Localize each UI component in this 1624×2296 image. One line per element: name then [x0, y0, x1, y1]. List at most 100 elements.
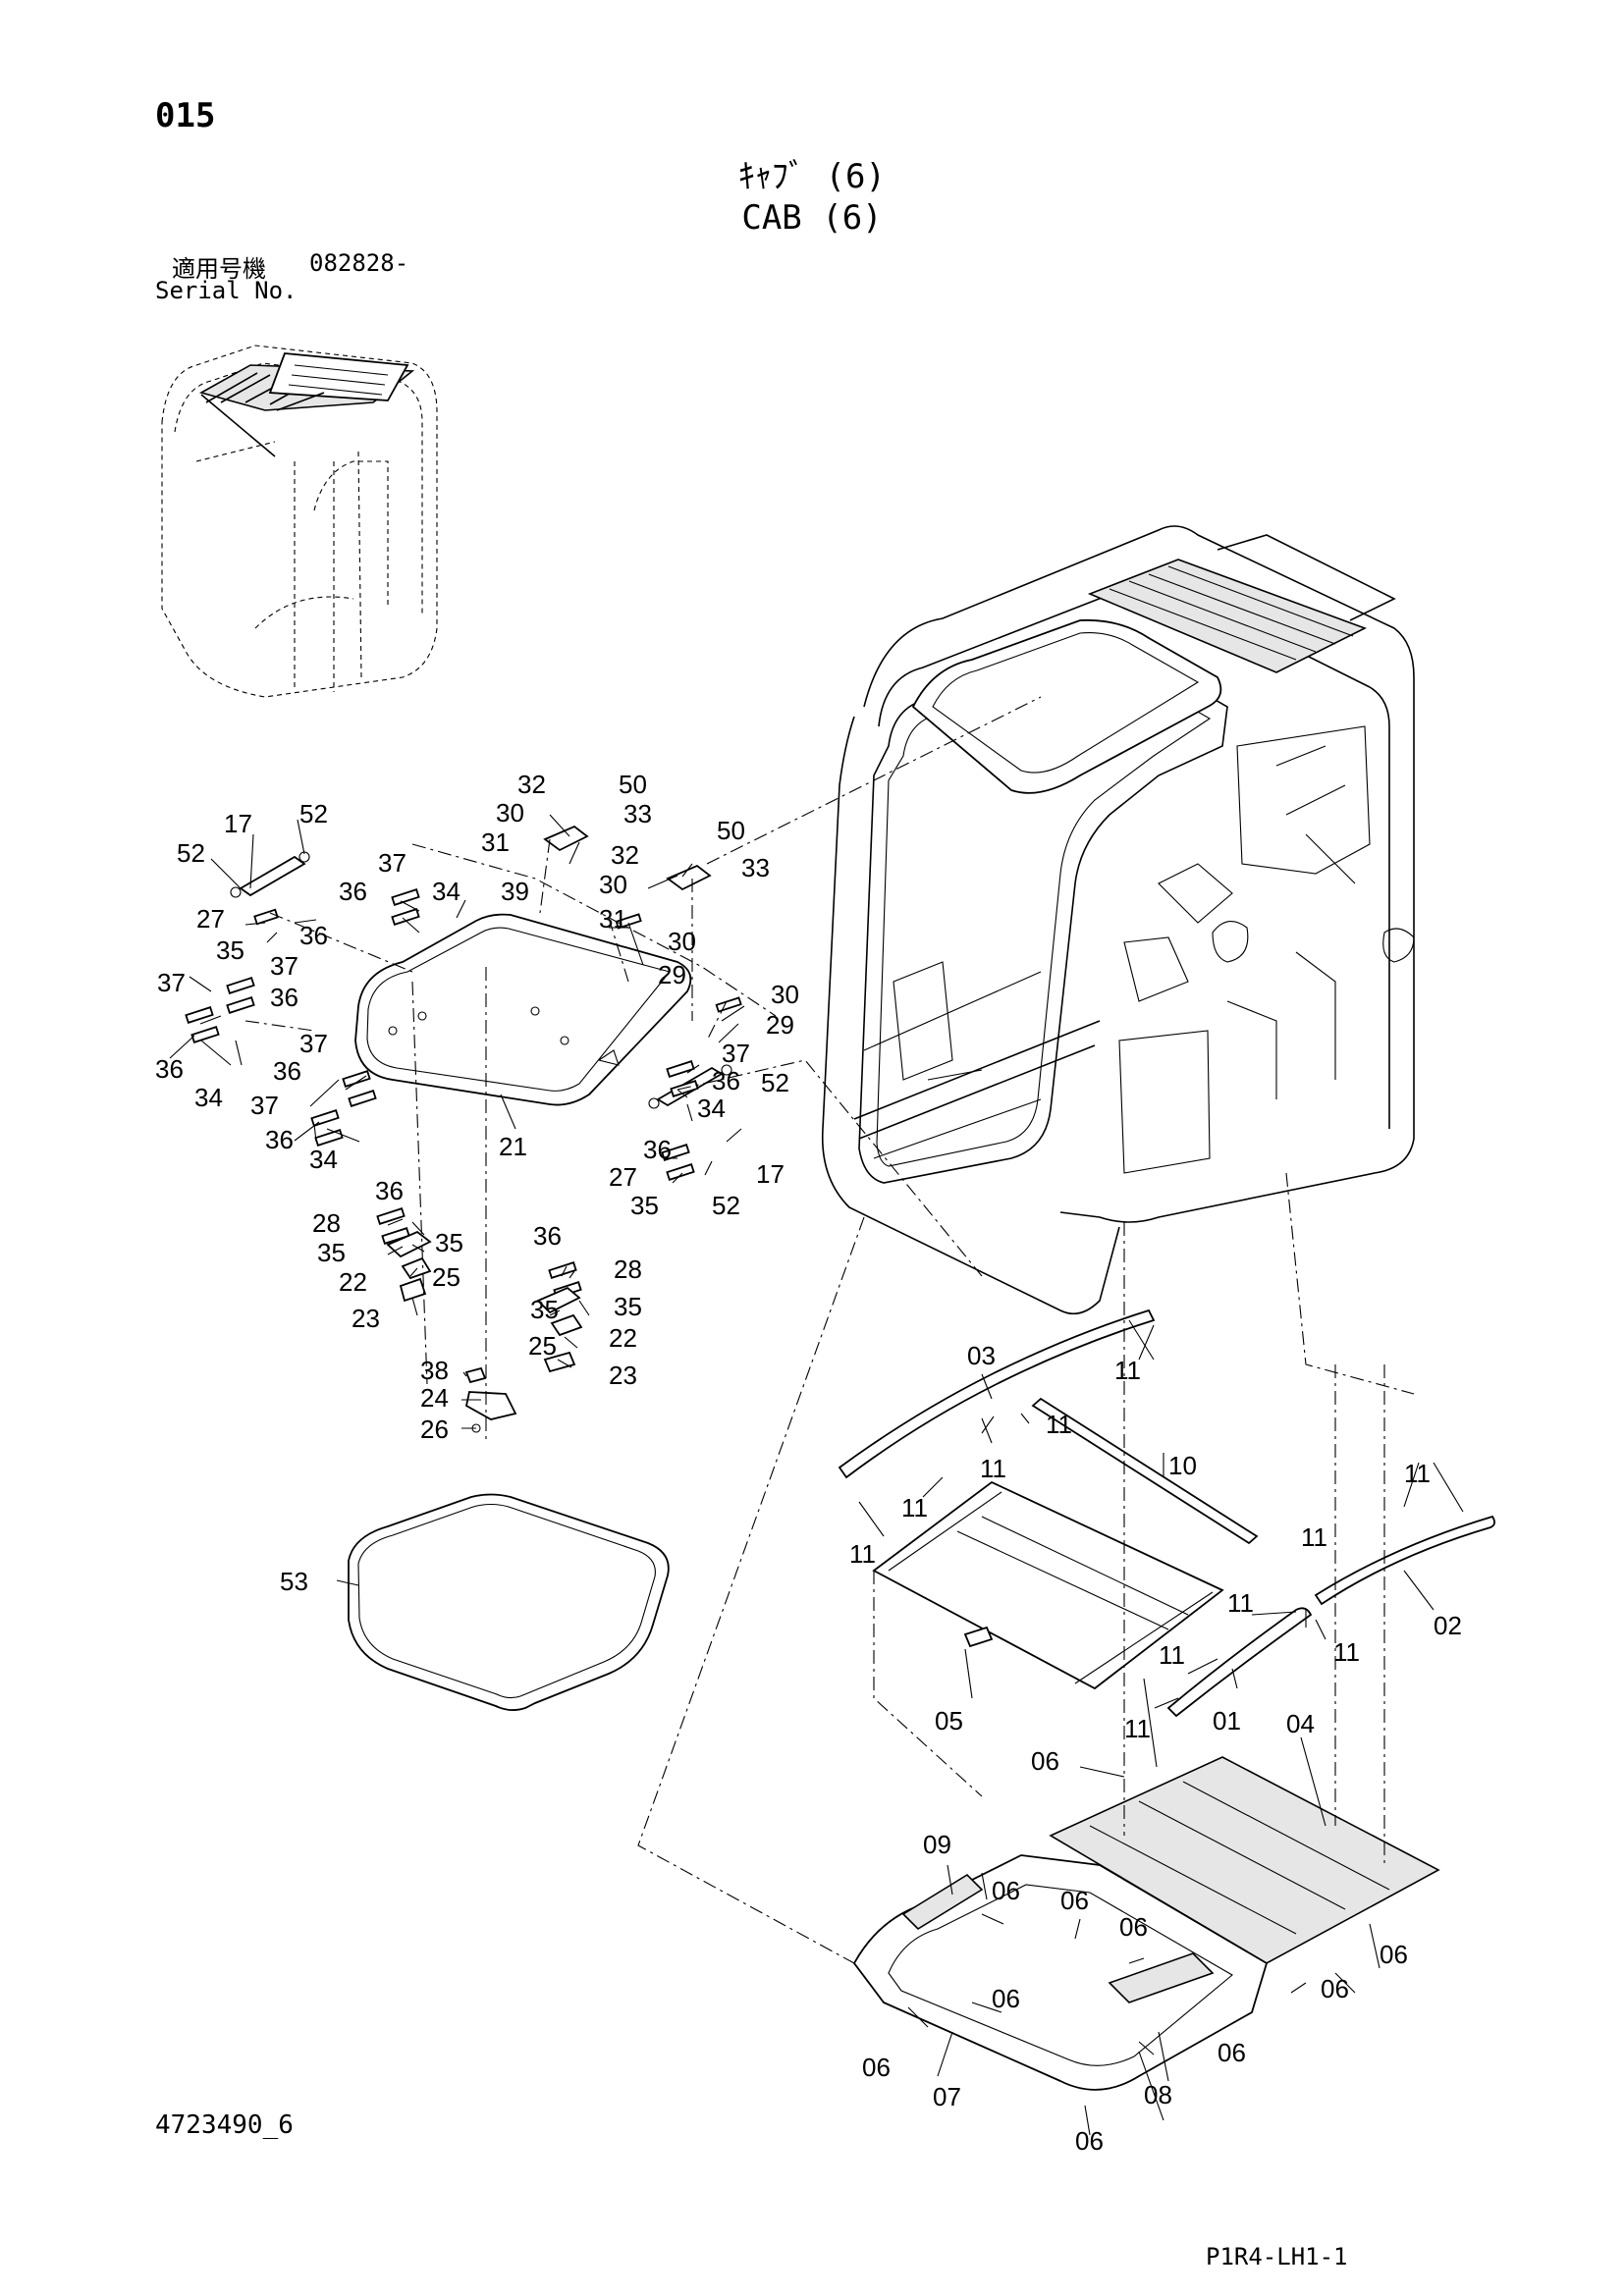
callout-53: 53 — [280, 1567, 308, 1596]
callout-21: 21 — [499, 1132, 527, 1161]
callout-35: 35 — [530, 1295, 559, 1324]
callout-34: 34 — [194, 1083, 223, 1112]
callout-37: 37 — [378, 848, 406, 878]
callout-07: 07 — [933, 2082, 961, 2111]
callout-35: 35 — [614, 1292, 642, 1321]
callout-29: 29 — [766, 1010, 794, 1040]
callout-09: 09 — [923, 1830, 951, 1859]
callout-50: 50 — [619, 770, 647, 799]
roof-trim-parts — [838, 1308, 1495, 2091]
cab-keymap-thumbnail — [161, 345, 438, 698]
callout-36: 36 — [339, 877, 367, 906]
callout-34: 34 — [432, 877, 460, 906]
callout-25: 25 — [528, 1331, 557, 1361]
callout-08: 08 — [1144, 2080, 1172, 2109]
callout-23: 23 — [352, 1304, 380, 1333]
callout-50: 50 — [717, 816, 745, 845]
callout-17: 17 — [224, 809, 252, 838]
callout-11: 11 — [980, 1454, 1006, 1483]
callout-03: 03 — [967, 1341, 996, 1370]
callout-35: 35 — [317, 1238, 346, 1267]
callout-27: 27 — [609, 1162, 637, 1192]
callout-52: 52 — [177, 838, 205, 868]
callout-31: 31 — [481, 828, 510, 857]
callout-37: 37 — [722, 1039, 750, 1068]
callout-36: 36 — [155, 1054, 184, 1084]
callout-29: 29 — [658, 960, 686, 989]
callout-34: 34 — [697, 1094, 726, 1123]
callout-11: 11 — [1404, 1459, 1431, 1488]
page-title-english: CAB (6) — [741, 198, 883, 238]
callout-06: 06 — [862, 2053, 891, 2082]
callout-11: 11 — [1227, 1588, 1254, 1618]
callout-33: 33 — [623, 799, 652, 828]
callout-06: 06 — [1060, 1886, 1089, 1915]
callout-02: 02 — [1434, 1611, 1462, 1640]
callout-36: 36 — [712, 1066, 740, 1095]
callout-36: 36 — [270, 983, 298, 1012]
callout-11: 11 — [1124, 1714, 1151, 1743]
serial-label-japanese: 適用号機 — [172, 255, 266, 283]
sheet-code: P1R4-LH1-1 — [1206, 2243, 1348, 2270]
callout-22: 22 — [609, 1323, 637, 1353]
callout-11: 11 — [849, 1539, 876, 1569]
page-title-japanese: ｷｬﾌﾞ (6) — [738, 157, 886, 196]
page-number: 015 — [155, 96, 216, 135]
callout-52: 52 — [761, 1068, 789, 1097]
callout-27: 27 — [196, 904, 225, 934]
callout-11: 11 — [1046, 1410, 1072, 1439]
callout-28: 28 — [312, 1208, 341, 1238]
callout-31: 31 — [599, 904, 627, 934]
hatch-seal-ring — [348, 1493, 670, 1711]
callout-06: 06 — [992, 1876, 1020, 1905]
callout-37: 37 — [270, 951, 298, 981]
callout-06: 06 — [1031, 1746, 1059, 1776]
callout-22: 22 — [339, 1267, 367, 1297]
callout-30: 30 — [771, 980, 799, 1009]
callout-52: 52 — [299, 799, 328, 828]
callout-06: 06 — [1321, 1974, 1349, 2003]
callout-30: 30 — [599, 870, 627, 899]
callout-01: 01 — [1213, 1706, 1241, 1735]
callout-05: 05 — [935, 1706, 963, 1735]
callout-23: 23 — [609, 1361, 637, 1390]
callout-32: 32 — [611, 840, 639, 870]
callout-35: 35 — [630, 1191, 659, 1220]
part-callouts: 17 52 52 27 36 35 37 36 34 39 37 36 37 3… — [155, 770, 1462, 2156]
callout-11: 11 — [1114, 1356, 1141, 1385]
callout-32: 32 — [517, 770, 546, 799]
callout-06: 06 — [992, 1984, 1020, 2013]
callout-36: 36 — [299, 921, 328, 950]
callout-33: 33 — [741, 853, 770, 882]
callout-34: 34 — [309, 1145, 338, 1174]
cab-assembly — [821, 525, 1415, 1315]
serial-label-english: Serial No. — [155, 277, 298, 304]
callout-06: 06 — [1380, 1940, 1408, 1969]
callout-25: 25 — [432, 1262, 460, 1292]
callout-30: 30 — [668, 927, 696, 956]
callout-11: 11 — [1159, 1640, 1185, 1670]
callout-36: 36 — [533, 1221, 562, 1251]
callout-30: 30 — [496, 798, 524, 828]
callout-06: 06 — [1119, 1912, 1148, 1942]
callout-37: 37 — [250, 1091, 279, 1120]
callout-28: 28 — [614, 1255, 642, 1284]
callout-37: 37 — [299, 1029, 328, 1058]
callout-24: 24 — [420, 1383, 449, 1413]
assembly-reference-lines — [244, 696, 1415, 1964]
callout-11: 11 — [901, 1493, 928, 1522]
callout-36: 36 — [273, 1056, 301, 1086]
callout-52: 52 — [712, 1191, 740, 1220]
callout-36: 36 — [265, 1125, 294, 1154]
callout-11: 11 — [1301, 1522, 1327, 1552]
drawing-number: 4723490_6 — [155, 2110, 294, 2140]
callout-39: 39 — [501, 877, 529, 906]
callout-35: 35 — [216, 935, 244, 965]
callout-36: 36 — [375, 1176, 404, 1205]
serial-number-value: 082828- — [309, 249, 409, 277]
callout-35: 35 — [435, 1228, 463, 1257]
callout-10: 10 — [1168, 1451, 1197, 1480]
leader-lines — [169, 814, 1464, 2136]
callout-06: 06 — [1218, 2038, 1246, 2067]
